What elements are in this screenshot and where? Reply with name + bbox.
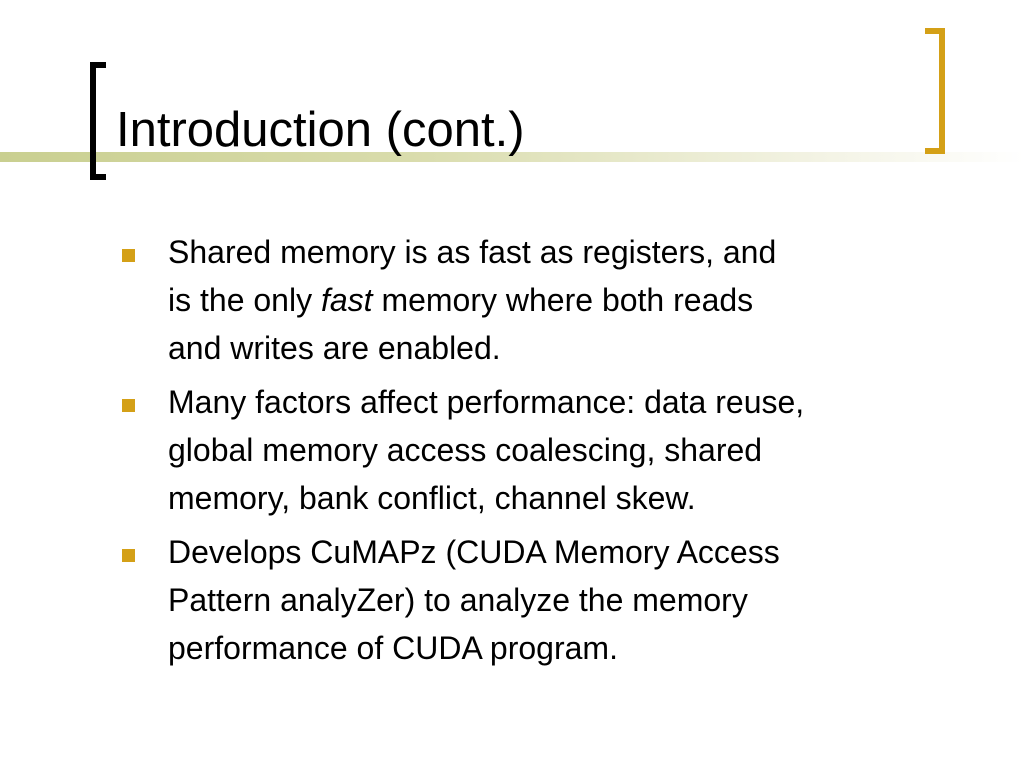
square-bullet-icon <box>122 249 135 262</box>
title-underline-bar <box>0 152 1024 162</box>
bullet-line: is the only fast memory where both reads <box>168 276 938 324</box>
bullet-line: global memory access coalescing, shared <box>168 432 763 468</box>
left-bracket-decoration <box>90 62 106 180</box>
bullet-line: memory, bank conflict, channel skew. <box>168 480 696 516</box>
bullet-item: Develops CuMAPz (CUDA Memory Access Patt… <box>118 528 938 672</box>
emphasized-word: fast <box>320 282 373 318</box>
bullet-line: Develops CuMAPz (CUDA Memory Access <box>168 534 780 570</box>
bullet-text: memory where both reads <box>372 282 754 318</box>
bullet-item: Many factors affect performance: data re… <box>118 378 938 522</box>
bullet-item: Shared memory is as fast as registers, a… <box>118 228 938 372</box>
bullet-line: Many factors affect performance: data re… <box>168 384 805 420</box>
square-bullet-icon <box>122 399 135 412</box>
bullet-line: Pattern analyZer) to analyze the memory <box>168 582 748 618</box>
slide-title: Introduction (cont.) <box>116 103 525 157</box>
bullet-text: is the only <box>168 282 321 318</box>
bullet-line: performance of CUDA program. <box>168 630 618 666</box>
bullet-line: Shared memory is as fast as registers, a… <box>168 234 777 270</box>
square-bullet-icon <box>122 549 135 562</box>
bullet-line: and writes are enabled. <box>168 330 501 366</box>
bullet-list: Shared memory is as fast as registers, a… <box>118 228 938 678</box>
right-bracket-decoration <box>925 28 945 154</box>
